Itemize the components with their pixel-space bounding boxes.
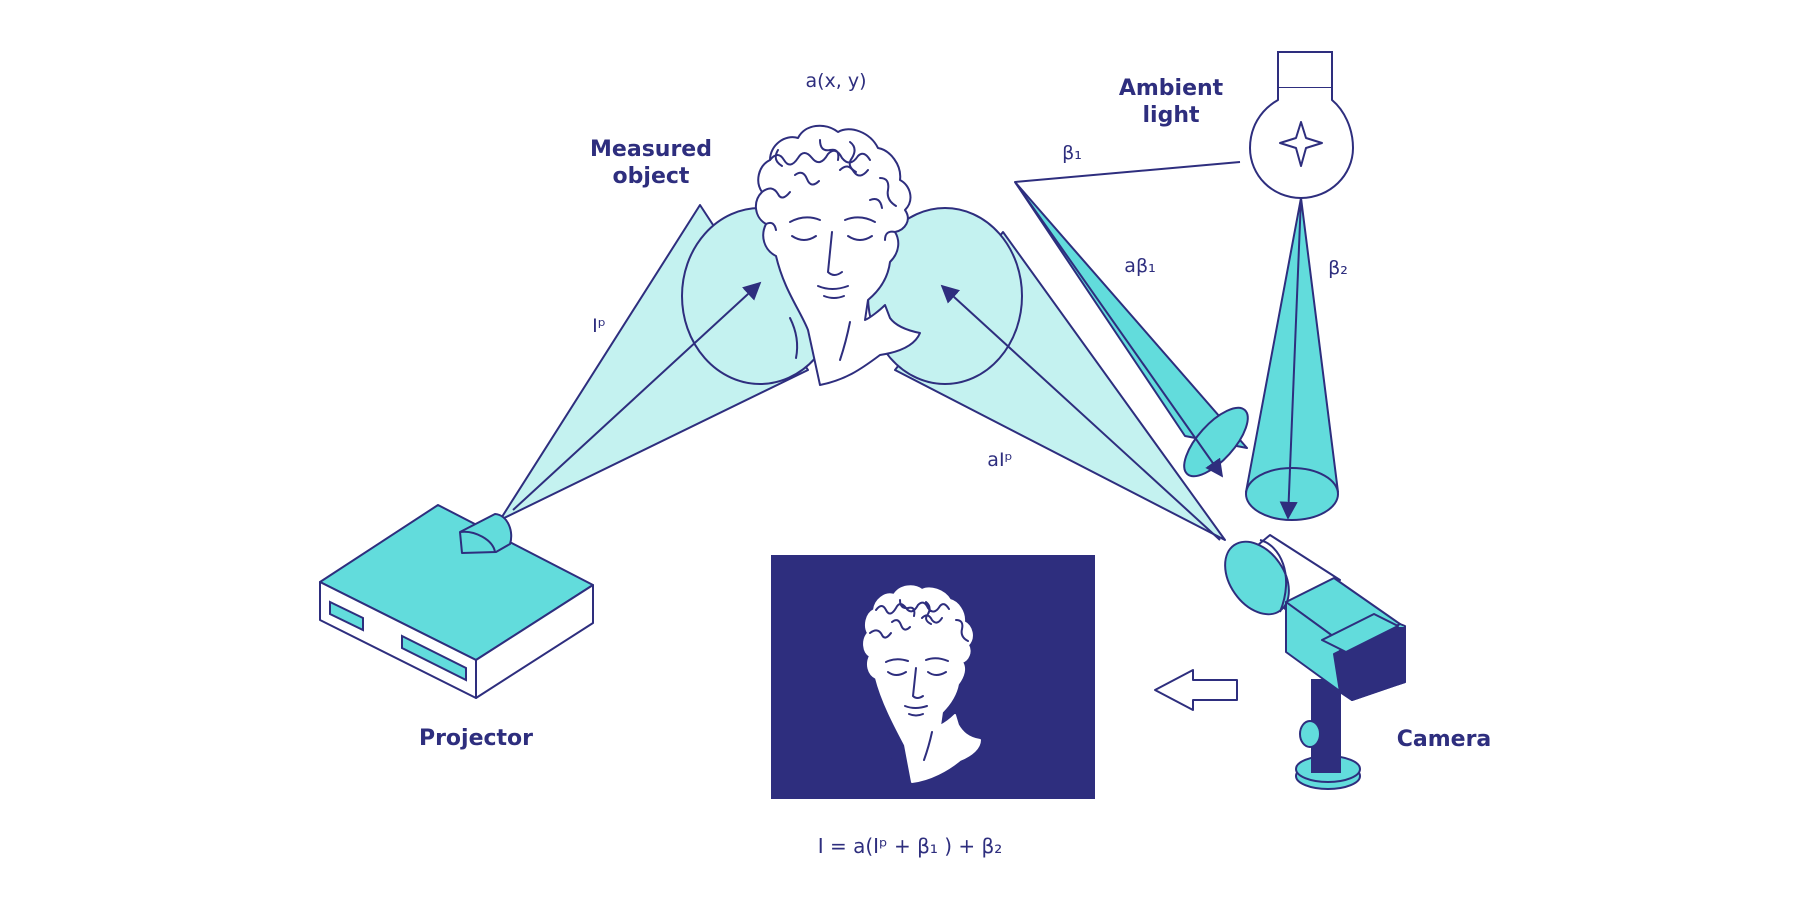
albedo-label: a(x, y) bbox=[805, 70, 866, 92]
measured-object-label-line1: Measured bbox=[590, 137, 712, 162]
image-formation-formula: I = a(Iᵖ + β₁ ) + β₂ bbox=[818, 834, 1003, 858]
captured-image-panel bbox=[771, 555, 1095, 799]
left-arrow-icon bbox=[1154, 669, 1238, 711]
projector-arrow bbox=[512, 281, 762, 511]
reflected-intensity-label: aIᵖ bbox=[987, 449, 1012, 471]
camera-arrow bbox=[940, 284, 1221, 541]
measured-object-label-line2: object bbox=[613, 164, 690, 189]
light-bulb-icon bbox=[1249, 51, 1354, 199]
statue-head-icon bbox=[863, 585, 981, 783]
projected-intensity-label: Iᵖ bbox=[592, 315, 606, 337]
projector-label: Projector bbox=[419, 726, 533, 751]
beta2-label: β₂ bbox=[1328, 257, 1348, 279]
ambient-reflected-cone bbox=[1014, 181, 1249, 478]
beta1-label: β₁ bbox=[1062, 142, 1082, 164]
ambient-light-label-line2: light bbox=[1142, 103, 1199, 128]
projector-icon bbox=[319, 504, 594, 699]
ambient-ray-beta1 bbox=[1014, 161, 1241, 183]
ambient-light-label-line1: Ambient bbox=[1119, 76, 1224, 101]
camera-label: Camera bbox=[1397, 727, 1492, 752]
statue-head-icon bbox=[754, 124, 921, 386]
camera-icon bbox=[1224, 534, 1406, 790]
ambient-direct-cone bbox=[1245, 197, 1339, 521]
a-beta1-label: aβ₁ bbox=[1124, 255, 1155, 277]
